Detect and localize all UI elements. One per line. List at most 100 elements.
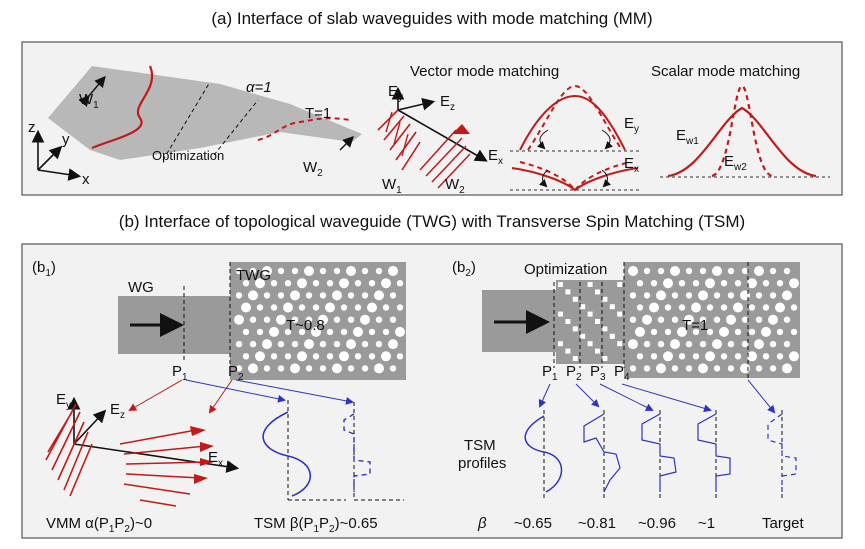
crystal-hole	[249, 267, 257, 275]
crystal-hole	[382, 328, 390, 336]
crystal-hole	[727, 340, 735, 348]
crystal-hole	[290, 363, 300, 374]
crystal-hole	[776, 328, 784, 336]
optimized-pixel	[558, 311, 563, 317]
crystal-hole	[699, 340, 707, 348]
crystal-hole	[305, 316, 313, 323]
crystal-hole	[283, 302, 293, 313]
crystal-hole	[339, 351, 349, 362]
crystal-hole	[346, 339, 356, 350]
crystal-hole	[347, 292, 355, 299]
crystal-hole	[284, 328, 292, 336]
crystal-hole	[727, 365, 735, 372]
crystal-hole	[643, 365, 651, 372]
crystal-hole	[284, 353, 292, 360]
crystal-hole	[298, 304, 306, 311]
crystal-hole	[713, 316, 721, 323]
b1-ex-label: Ex	[208, 449, 223, 469]
crystal-hole	[361, 365, 369, 372]
crystal-hole	[388, 266, 398, 276]
vector-w1-label: W1	[382, 176, 402, 196]
crystal-hole	[381, 351, 391, 362]
crystal-hole	[685, 365, 693, 372]
crystal-hole	[789, 278, 799, 289]
crystal-hole	[361, 340, 369, 348]
crystal-hole	[276, 314, 286, 325]
optimized-pixel	[565, 289, 571, 295]
crystal-hole	[242, 280, 250, 287]
crystal-hole	[374, 290, 384, 301]
crystal-hole	[361, 267, 369, 275]
crystal-hole	[650, 280, 658, 287]
target-label: Target	[762, 515, 805, 532]
crystal-hole	[706, 328, 714, 336]
crystal-hole	[375, 316, 383, 323]
b1-ez-label: Ez	[110, 401, 125, 421]
crystal-hole	[325, 302, 335, 313]
crystal-hole	[326, 353, 334, 360]
crystal-hole	[769, 365, 777, 372]
crystal-hole	[671, 365, 679, 372]
crystal-hole	[297, 278, 307, 289]
crystal-hole	[249, 340, 257, 348]
crystal-hole	[671, 316, 679, 323]
alpha-label: α=1	[246, 79, 272, 96]
crystal-hole	[368, 353, 376, 360]
crystal-hole	[629, 292, 637, 299]
crystal-hole	[769, 292, 777, 299]
crystal-hole	[396, 353, 404, 360]
crystal-hole	[312, 280, 320, 287]
crystal-hole	[650, 353, 658, 360]
crystal-hole	[699, 316, 707, 323]
vmm-label: VMM α(P1P2)~0	[46, 515, 152, 535]
crystal-hole	[741, 267, 749, 275]
crystal-hole	[754, 266, 764, 276]
crystal-hole	[698, 290, 708, 301]
crystal-hole	[340, 328, 348, 336]
b2-port-2: P2	[566, 363, 582, 383]
crystal-hole	[664, 304, 672, 311]
optimization-label-a: Optimization	[152, 148, 224, 163]
scalar-mode-profiles	[660, 84, 830, 178]
optimized-pixel	[572, 326, 578, 332]
beta-value-3: ~0.96	[638, 515, 676, 532]
crystal-hole	[629, 365, 637, 372]
crystal-hole	[635, 326, 645, 337]
crystal-hole	[692, 328, 700, 336]
beta-value-4: ~1	[698, 515, 715, 532]
tsm-profiles-label-1: TSM	[464, 437, 496, 454]
crystal-hole	[368, 328, 376, 336]
optimized-pixel	[587, 341, 593, 347]
crystal-hole	[263, 316, 271, 323]
crystal-hole	[340, 304, 348, 311]
optimized-pixel	[617, 311, 623, 317]
crystal-hole	[304, 339, 314, 350]
optimized-pixel	[595, 319, 600, 324]
crystal-hole	[685, 267, 693, 275]
crystal-hole	[755, 365, 763, 372]
crystal-hole	[396, 280, 404, 287]
crystal-hole	[706, 304, 714, 311]
crystal-hole	[769, 340, 777, 348]
crystal-hole	[291, 316, 299, 323]
crystal-hole	[656, 290, 666, 301]
crystal-hole	[242, 328, 250, 336]
vector-w2-label: W2	[445, 176, 465, 196]
crystal-hole	[270, 353, 278, 360]
crystal-hole	[270, 304, 278, 311]
crystal-hole	[361, 292, 369, 299]
crystal-hole	[248, 363, 258, 374]
wg-label: WG	[128, 279, 154, 296]
optimized-pixel	[595, 289, 600, 295]
crystal-hole	[670, 266, 680, 276]
crystal-hole	[733, 302, 743, 313]
xyz-axes	[31, 129, 82, 181]
crystal-hole	[304, 266, 314, 276]
crystal-hole	[762, 280, 770, 287]
crystal-hole	[263, 365, 271, 372]
axis-x-label: x	[82, 171, 90, 188]
crystal-hole	[235, 267, 243, 275]
crystal-hole	[291, 340, 299, 348]
crystal-hole	[671, 292, 679, 299]
crystal-hole	[713, 365, 721, 372]
